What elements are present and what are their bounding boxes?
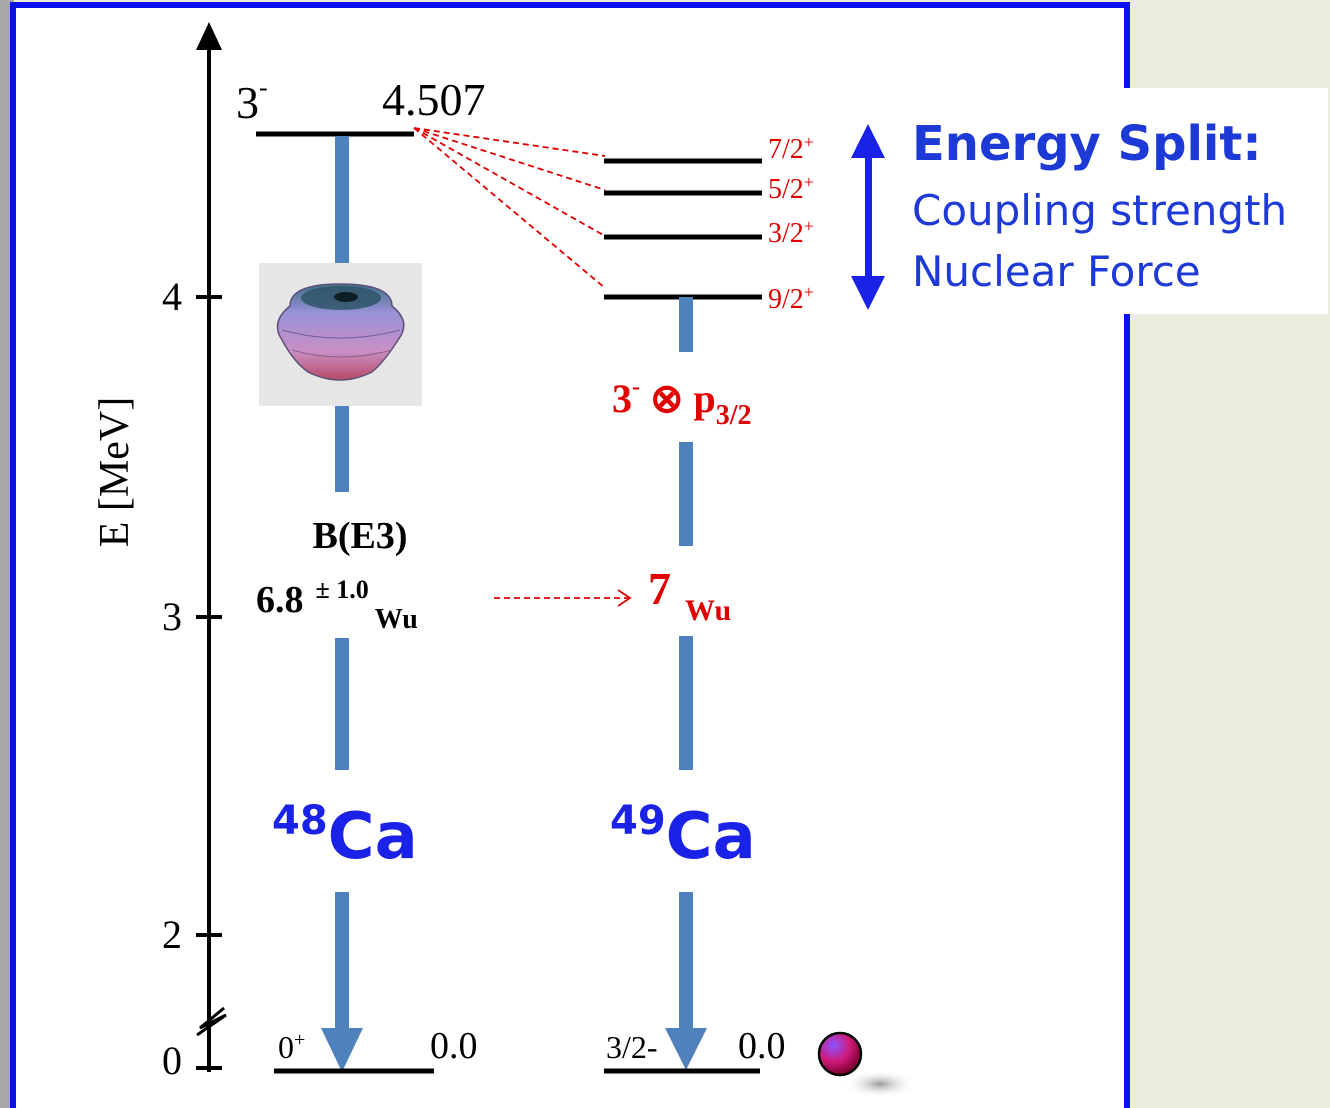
tick-label-4: 4 (162, 274, 182, 319)
axis-title: E [MeV] (92, 397, 138, 547)
ca49-spin-5-2: 5/2+ (768, 172, 814, 205)
multiplet-mapping-lines (413, 127, 606, 289)
ca49-ground-spin: 3/2- (606, 1029, 658, 1065)
ca48-ground-energy: 0.0 (430, 1025, 478, 1067)
ca48-transition-seg (335, 406, 349, 492)
ca48-excited-spin: 3- (236, 73, 268, 128)
ca48-ground-spin: 0+ (278, 1029, 305, 1065)
ca49-transition-seg (679, 636, 693, 770)
ca49-spin-9-2: 9/2+ (768, 282, 814, 315)
energy-split-arrow (851, 124, 885, 310)
tick-label-3: 3 (162, 594, 182, 639)
particle-shadow (844, 1070, 916, 1098)
axis-arrowhead (196, 22, 222, 50)
ca49-transition-seg (679, 442, 693, 546)
octupole-shape-image (259, 263, 422, 406)
ca48-excited-energy: 4.507 (382, 74, 486, 125)
ca49-transition-seg (679, 297, 693, 352)
be3-label: B(E3) (313, 515, 408, 557)
axis-break-mark (196, 1006, 227, 1037)
tick-label-0: 0 (162, 1038, 182, 1083)
ca48-transition-seg (335, 638, 349, 770)
coupling-label: 3-⊗p3/2 (612, 374, 752, 431)
ca49-spin-3-2: 3/2+ (768, 216, 814, 249)
ca48-transition-seg (335, 136, 349, 263)
ca48-isotope-name: 48Ca (272, 798, 418, 874)
callout-line-2: Nuclear Force (912, 247, 1201, 296)
ca49-isotope-name: 49Ca (610, 798, 756, 874)
ca49-transition-arrowhead (665, 1028, 707, 1070)
energy-split-callout (898, 88, 1328, 314)
ca48-transition-seg (335, 892, 349, 1030)
callout-title: Energy Split: (912, 116, 1262, 172)
callout-line-1: Coupling strength (912, 186, 1287, 235)
ca49-ground-energy: 0.0 (738, 1025, 786, 1067)
ca48-transition-arrowhead (321, 1028, 363, 1072)
ca49-transition-seg (679, 892, 693, 1028)
ca49-spin-7-2: 7/2+ (768, 132, 814, 165)
energy-axis: 4 3 2 0 E [MeV] (92, 22, 227, 1083)
be3-value: 6.8± 1.0Wu (256, 575, 418, 635)
ca48-column: 3- 4.507 B(E3) 6.8± 1.0Wu 48Ca 0+ 0.0 (236, 73, 486, 1074)
be3-comparison-arrow (494, 589, 632, 607)
valence-neutron-ball (817, 1031, 863, 1077)
tick-label-2: 2 (162, 912, 182, 957)
